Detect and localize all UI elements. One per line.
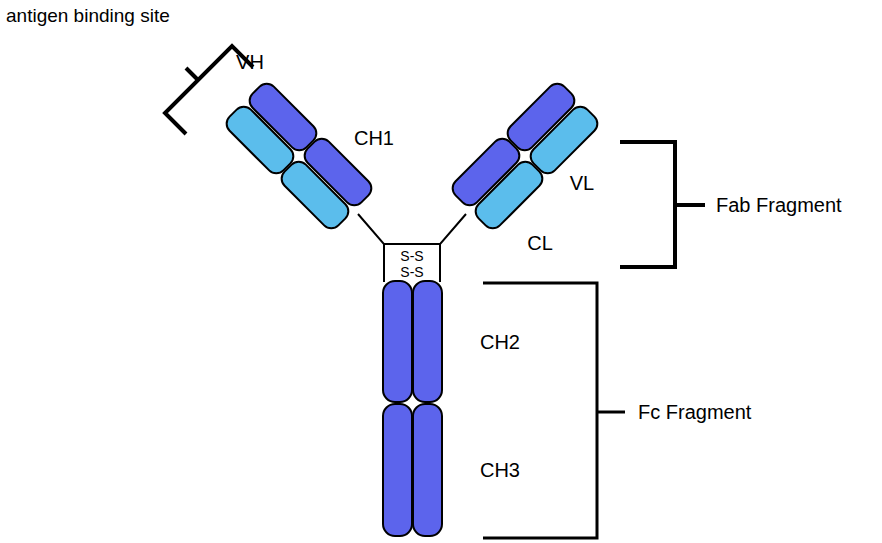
fragment-label: Fc Fragment <box>638 400 751 424</box>
fab-bracket <box>620 142 705 267</box>
domain-label: VL <box>570 171 594 195</box>
domain-label: CL <box>527 231 553 255</box>
hinge-lines <box>358 214 466 282</box>
disulfide-label: S-S <box>400 248 423 265</box>
domain-label: VH <box>236 50 264 74</box>
disulfide-label: S-S <box>400 264 423 281</box>
domain-label: CH1 <box>354 126 394 150</box>
fragment-label: Fab Fragment <box>716 193 842 217</box>
domain-label: CH3 <box>480 458 520 482</box>
left-arm <box>223 80 376 233</box>
callout-label: antigen binding site <box>6 5 170 28</box>
domain-label: CH2 <box>480 330 520 354</box>
fc-stem <box>383 281 442 536</box>
fc-bracket <box>483 283 625 538</box>
right-arm <box>449 80 602 233</box>
